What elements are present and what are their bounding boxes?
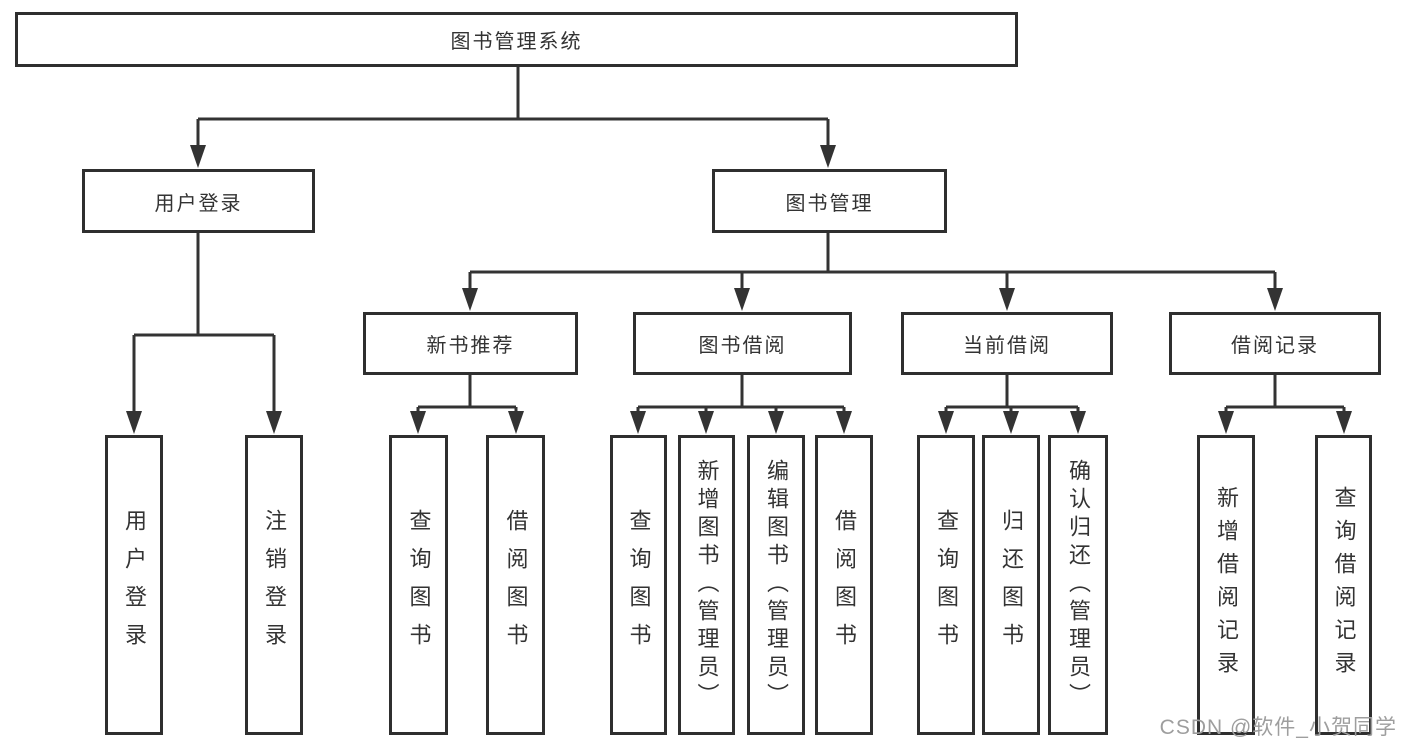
leaf-add-book-admin-label: 新增图书（管理员） [694, 459, 720, 711]
node-current-borrow: 当前借阅 [901, 312, 1113, 375]
leaf-borrow-book-label: 借阅图书 [832, 509, 857, 661]
leaf-user-login: 用户登录 [105, 435, 163, 735]
connector-borrow-split [636, 375, 846, 416]
leaf-logout-label: 注销登录 [262, 509, 287, 661]
connector-root-split [196, 67, 830, 150]
leaf-user-login-label: 用户登录 [122, 509, 147, 661]
leaf-newbook-borrow-book-label: 借阅图书 [503, 509, 529, 661]
node-new-book-recommend-label: 新书推荐 [426, 335, 515, 357]
node-book-management-label: 图书管理 [785, 192, 874, 215]
node-root: 图书管理系统 [15, 12, 1018, 67]
connector-userlogin-split [132, 233, 276, 416]
leaf-newbook-borrow-book: 借阅图书 [486, 435, 545, 735]
node-book-management: 图书管理 [712, 169, 947, 233]
node-root-label: 图书管理系统 [450, 31, 583, 53]
node-user-login-group: 用户登录 [82, 169, 315, 233]
leaf-add-book-admin: 新增图书（管理员） [678, 435, 735, 735]
node-new-book-recommend: 新书推荐 [363, 312, 578, 375]
leaf-current-query-book-label: 查询图书 [934, 509, 959, 661]
connector-current-split [944, 375, 1080, 416]
leaf-confirm-return-admin: 确认归还（管理员） [1048, 435, 1108, 735]
leaf-return-book: 归还图书 [982, 435, 1040, 735]
node-borrow-record-label: 借阅记录 [1231, 335, 1319, 357]
leaf-query-borrow-record-label: 查询借阅记录 [1331, 486, 1357, 684]
leaf-return-book-label: 归还图书 [999, 509, 1024, 661]
csdn-watermark: CSDN @软件_小贺同学 [1159, 716, 1397, 739]
leaf-edit-book-admin: 编辑图书（管理员） [747, 435, 805, 735]
leaf-newbook-query-book: 查询图书 [389, 435, 448, 735]
leaf-newbook-query-book-label: 查询图书 [406, 509, 432, 661]
node-book-borrow-label: 图书借阅 [698, 335, 787, 357]
leaf-edit-book-admin-label: 编辑图书（管理员） [764, 459, 789, 711]
node-user-login-group-label: 用户登录 [154, 192, 243, 215]
leaf-add-borrow-record: 新增借阅记录 [1197, 435, 1255, 735]
leaf-current-query-book: 查询图书 [917, 435, 975, 735]
connector-newbook-split [416, 375, 518, 416]
leaf-borrow-query-book: 查询图书 [610, 435, 667, 735]
leaf-query-borrow-record: 查询借阅记录 [1315, 435, 1372, 735]
node-current-borrow-label: 当前借阅 [963, 335, 1051, 357]
leaf-borrow-query-book-label: 查询图书 [626, 509, 652, 661]
leaf-add-borrow-record-label: 新增借阅记录 [1214, 486, 1239, 684]
node-borrow-record: 借阅记录 [1169, 312, 1381, 375]
leaf-confirm-return-admin-label: 确认归还（管理员） [1066, 459, 1091, 711]
connector-bookmgmt-split [468, 233, 1277, 293]
node-book-borrow: 图书借阅 [633, 312, 852, 375]
leaf-borrow-book: 借阅图书 [815, 435, 873, 735]
connector-record-split [1224, 375, 1346, 416]
leaf-logout: 注销登录 [245, 435, 303, 735]
